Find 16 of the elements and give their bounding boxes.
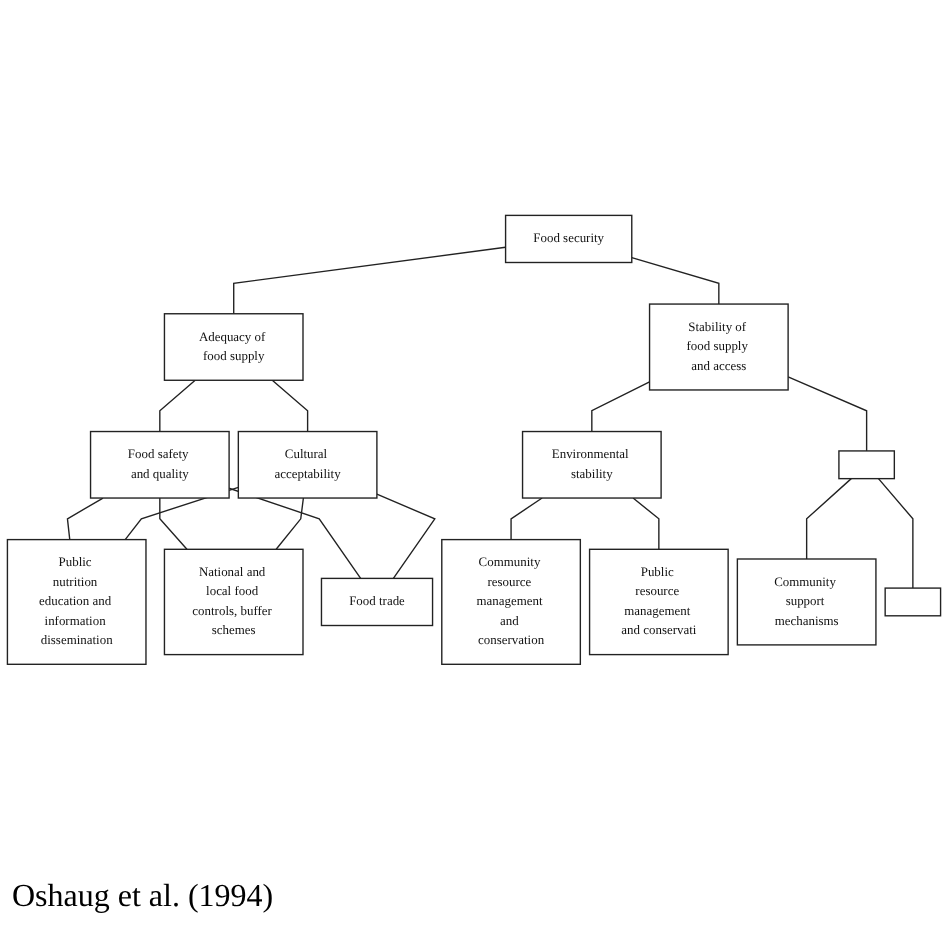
connector [591, 381, 651, 433]
connector [233, 246, 507, 315]
caption: Oshaug et al. (1994) [10, 880, 276, 916]
connector [787, 376, 868, 452]
connector [631, 257, 720, 305]
connector [877, 478, 914, 589]
connector [805, 478, 852, 560]
node-box [884, 587, 942, 617]
connector [632, 497, 660, 551]
connector [66, 497, 104, 541]
connector [510, 497, 543, 541]
connector [159, 379, 196, 433]
connector [275, 497, 305, 551]
node-box [838, 450, 896, 480]
connector [271, 379, 309, 433]
connector [159, 497, 188, 551]
